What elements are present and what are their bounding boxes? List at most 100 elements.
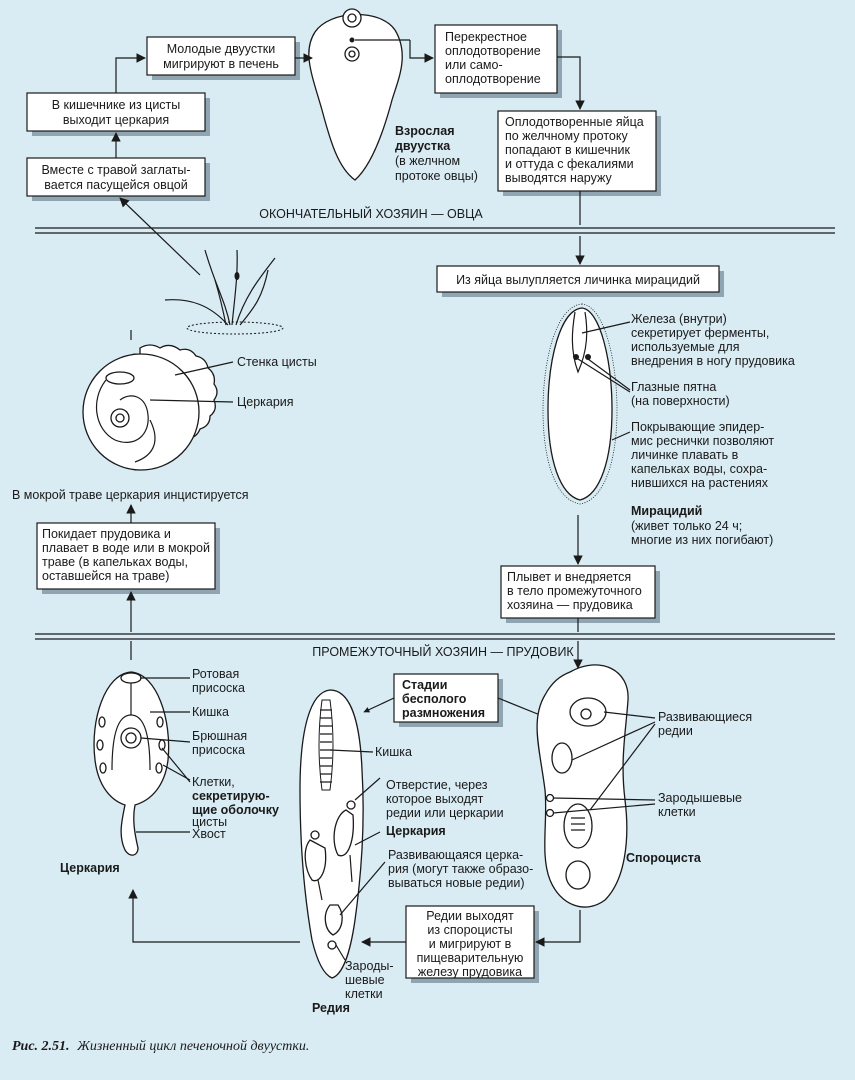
box-fertilized-eggs: Оплодотворенные яйца по желчному протоку… <box>497 110 661 196</box>
adult-fluke-title-2: двуустка <box>395 139 451 153</box>
redia-gut-label: Кишка <box>375 745 412 759</box>
svg-text:Перекрестное: Перекрестное <box>445 30 527 44</box>
svg-text:мис реснички позволяют: мис реснички позволяют <box>631 434 774 448</box>
svg-text:присоска: присоска <box>192 681 245 695</box>
svg-text:выходит церкария: выходит церкария <box>63 113 169 127</box>
developing-cercaria-label: Развивающаяся церка- рия (могут также об… <box>388 848 533 890</box>
svg-text:внедрения в ногу прудовика: внедрения в ногу прудовика <box>631 354 795 368</box>
cyst-cells-label: Клетки, секретирую- щие оболочку цисты <box>192 775 279 829</box>
adult-fluke-drawing <box>308 8 410 181</box>
miracidium-sub: (живет только 24 ч; <box>631 519 742 533</box>
box-leaves-snail: Покидает прудовика и плавает в воде или … <box>36 522 220 594</box>
svg-text:оплодотворение: оплодотворение <box>445 72 541 86</box>
svg-text:траве (в капельках воды,: траве (в капельках воды, <box>42 555 188 569</box>
svg-text:редии: редии <box>658 724 693 738</box>
svg-text:шевые: шевые <box>345 973 385 987</box>
eyespots-label: Глазные пятна (на поверхности) <box>631 380 730 408</box>
svg-text:клетки: клетки <box>658 805 696 819</box>
box-hatch: Из яйца вылупляется личинка мирацидий <box>436 265 724 297</box>
svg-text:Покрывающие эпидер-: Покрывающие эпидер- <box>631 420 764 434</box>
svg-text:Глазные пятна: Глазные пятна <box>631 380 716 394</box>
box-in-intestine: В кишечнике из цисты выходит церкария <box>26 92 210 136</box>
svg-text:нившихся на растениях: нившихся на растениях <box>631 476 769 490</box>
cilia-label: Покрывающие эпидер- мис реснички позволя… <box>631 420 774 490</box>
svg-text:оставшейся на траве): оставшейся на траве) <box>42 569 169 583</box>
ventral-sucker-label: Брюшная присоска <box>192 729 247 757</box>
svg-text:плавает в воде или в мокрой: плавает в воде или в мокрой <box>42 541 210 555</box>
box-swallowed: Вместе с травой заглаты- вается пасущейс… <box>26 157 210 201</box>
svg-text:(на поверхности): (на поверхности) <box>631 394 730 408</box>
svg-text:присоска: присоска <box>192 743 245 757</box>
cyst-drawing <box>82 344 234 471</box>
miracidium-sub-2: многие из них погибают) <box>631 533 773 547</box>
flow-arrows <box>111 40 585 947</box>
svg-text:Клетки,: Клетки, <box>192 775 235 789</box>
svg-text:Брюшная: Брюшная <box>192 729 247 743</box>
intermediate-host-divider: ПРОМЕЖУТОЧНЫЙ ХОЗЯИН — ПРУДОВИК <box>35 633 835 660</box>
svg-text:Стадии: Стадии <box>402 678 447 692</box>
developing-rediae-label: Развивающиеся редии <box>658 710 752 738</box>
svg-text:Ротовая: Ротовая <box>192 667 239 681</box>
svg-text:Покидает прудовика и: Покидает прудовика и <box>42 527 171 541</box>
adult-fluke-sub: (в желчном <box>395 154 460 168</box>
sporocyst-drawing <box>536 664 656 908</box>
svg-text:в тело промежуточного: в тело промежуточного <box>507 584 642 598</box>
germ-cells-redia-label: Зароды- шевые клетки <box>345 959 394 1001</box>
svg-text:используемые для: используемые для <box>631 340 740 354</box>
adult-fluke-title: Взрослая <box>395 124 455 138</box>
svg-text:Оплодотворенные яйца: Оплодотворенные яйца <box>505 115 644 129</box>
svg-text:Зародышевые: Зародышевые <box>658 791 742 805</box>
svg-text:которое выходят: которое выходят <box>386 792 484 806</box>
sporocyst-title: Спороциста <box>626 851 702 865</box>
redia-title: Редия <box>312 1001 350 1015</box>
cyst-caption: В мокрой траве церкария инцистируется <box>12 488 249 502</box>
box-asexual-stages: Стадии бесполого размножения <box>393 673 503 727</box>
redia-cercaria-label: Церкария <box>386 824 446 838</box>
definitive-host-label: ОКОНЧАТЕЛЬНЫЙ ХОЗЯИН — ОВЦА <box>259 206 483 221</box>
svg-text:мигрируют в печень: мигрируют в печень <box>163 57 279 71</box>
svg-text:Развивающаяся церка-: Развивающаяся церка- <box>388 848 523 862</box>
tail-label: Хвост <box>192 827 226 841</box>
cyst-wall-label: Стенка цисты <box>237 355 317 369</box>
box-young-flukes: Молодые двуустки мигрируют в печень <box>146 36 300 80</box>
svg-text:редии или церкарии: редии или церкарии <box>386 806 504 820</box>
svg-text:хозяина — прудовика: хозяина — прудовика <box>507 598 633 612</box>
svg-text:Вместе с травой заглаты-: Вместе с травой заглаты- <box>41 163 190 177</box>
gland-label: Железа (внутри) секретирует ферменты, ис… <box>631 312 795 368</box>
gut-label: Кишка <box>192 705 229 719</box>
svg-text:бесполого: бесполого <box>402 692 467 706</box>
svg-text:оплодотворение: оплодотворение <box>445 44 541 58</box>
svg-text:Отверстие, через: Отверстие, через <box>386 778 488 792</box>
box-rediae-exit: Редии выходят из спороцисты и мигрируют … <box>405 905 539 983</box>
svg-text:размножения: размножения <box>402 706 485 720</box>
svg-text:железу прудовика: железу прудовика <box>418 965 522 979</box>
miracidium-drawing <box>542 303 631 505</box>
adult-fluke-sub-2: протоке овцы) <box>395 169 478 183</box>
svg-text:из спороцисты: из спороцисты <box>427 923 512 937</box>
cercaria-drawing <box>93 671 191 856</box>
svg-text:и оттуда с фекалиями: и оттуда с фекалиями <box>505 157 634 171</box>
box-cross-fertilization: Перекрестное оплодотворение или само- оп… <box>434 24 562 98</box>
grass-drawing <box>164 249 284 335</box>
svg-text:рия (могут также образо-: рия (могут также образо- <box>388 862 533 876</box>
svg-text:секретирую-: секретирую- <box>192 789 270 803</box>
svg-text:вываться новые редии): вываться новые редии) <box>388 876 525 890</box>
figure-caption: Рис. 2.51. Жизненный цикл печеночной дву… <box>12 1039 309 1054</box>
svg-text:цисты: цисты <box>192 815 227 829</box>
svg-text:Зароды-: Зароды- <box>345 959 394 973</box>
svg-text:по желчному протоку: по желчному протоку <box>505 129 628 143</box>
miracidium-title: Мирацидий <box>631 504 702 518</box>
svg-text:секретирует ферменты,: секретирует ферменты, <box>631 326 769 340</box>
svg-text:Развивающиеся: Развивающиеся <box>658 710 752 724</box>
svg-text:клетки: клетки <box>345 987 383 1001</box>
svg-text:попадают в кишечник: попадают в кишечник <box>505 143 631 157</box>
opening-label: Отверстие, через которое выходят редии и… <box>386 778 504 820</box>
svg-text:В кишечнике из цисты: В кишечнике из цисты <box>52 98 181 112</box>
svg-text:Редии выходят: Редии выходят <box>426 909 514 923</box>
svg-text:и мигрируют в: и мигрируют в <box>429 937 512 951</box>
intermediate-host-label: ПРОМЕЖУТОЧНЫЙ ХОЗЯИН — ПРУДОВИК <box>312 644 574 659</box>
svg-text:Железа (внутри): Железа (внутри) <box>631 312 727 326</box>
svg-text:вается пасущейся овцой: вается пасущейся овцой <box>44 178 187 192</box>
box-swims-in: Плывет и внедряется в тело промежуточног… <box>500 565 660 623</box>
